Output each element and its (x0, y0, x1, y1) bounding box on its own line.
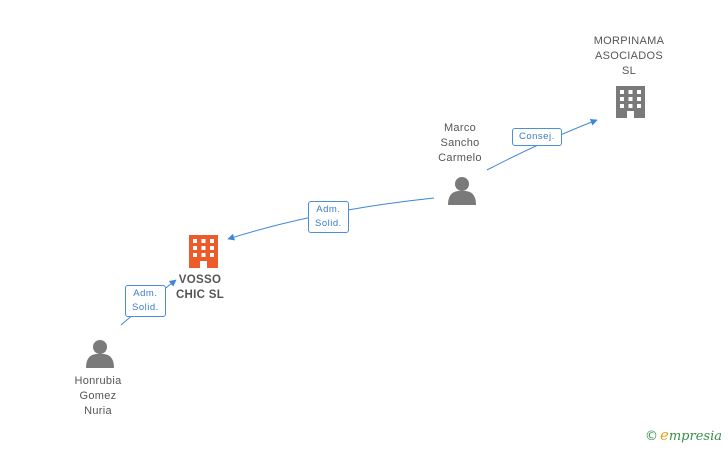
node-label-honrubia[interactable]: Honrubia Gomez Nuria (74, 375, 122, 417)
building-icon[interactable] (616, 86, 645, 118)
person-icon[interactable] (86, 340, 114, 368)
node-label-marco[interactable]: Marco Sancho Carmelo (438, 122, 482, 164)
node-label-vosso[interactable]: VOSSO CHIC SL (175, 274, 225, 301)
copyright-icon: © (644, 429, 658, 444)
edge-label-adm-marco: Adm. Solid. (308, 201, 349, 233)
building-icon-main[interactable] (189, 235, 218, 268)
brand-logo: ©empresia (645, 426, 722, 444)
edge-label-consej: Consej. (512, 128, 562, 146)
node-label-morpinama[interactable]: MORPINAMA ASOCIADOS SL (593, 35, 665, 77)
brand-name: mpresia (668, 429, 722, 444)
person-icon[interactable] (448, 177, 476, 205)
edge-label-adm-honrubia: Adm. Solid. (125, 285, 166, 317)
brand-initial: e (659, 426, 669, 444)
